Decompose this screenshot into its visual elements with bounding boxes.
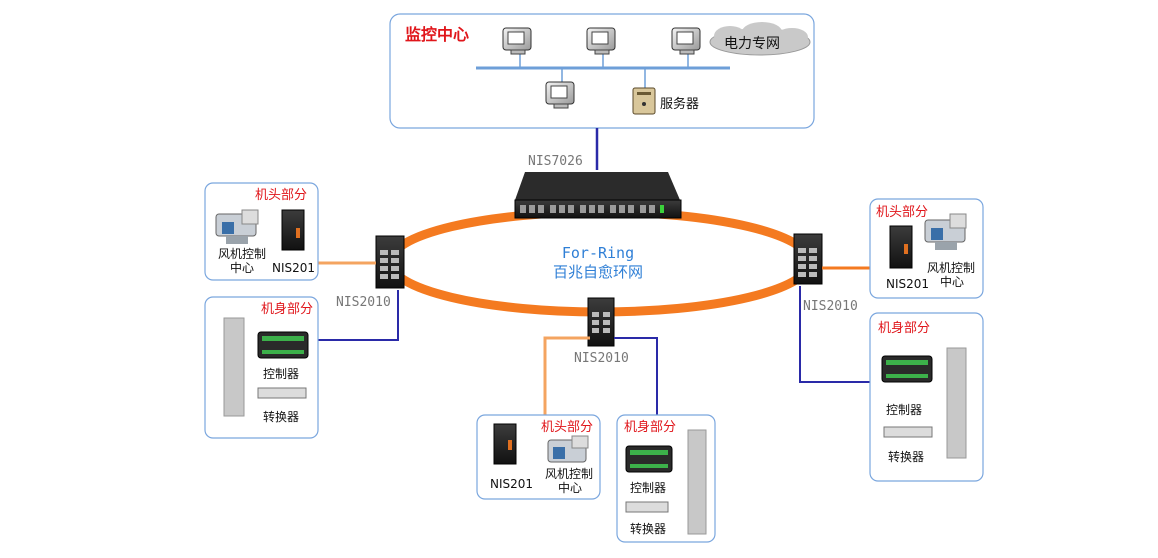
bottom-head-nis-label: NIS201 [490,477,533,491]
controller-icon [625,445,673,473]
nis201-device-icon [889,225,913,269]
right-body-panel: 机身部分 控制器 转换器 [869,312,984,482]
bottom-head-panel: 机头部分 NIS201 风机控制 中心 [476,414,601,500]
wind-control-icon [547,435,589,463]
left-body-converter-label: 转换器 [263,409,299,424]
server-label: 服务器 [660,96,699,112]
switch-bottom-label: NIS2010 [574,351,629,366]
tower-panel-icon [687,429,707,535]
ring-switch-left-icon [375,235,405,289]
bottom-head-wind-label-2: 中心 [558,480,582,495]
monitor-icon [671,27,701,55]
core-switch-label: NIS7026 [528,154,583,169]
bottom-body-converter-label: 转换器 [630,521,666,536]
for-ring [385,207,815,317]
right-body-controller-label: 控制器 [886,403,922,417]
converter-icon [883,426,933,438]
left-head-title: 机头部分 [255,188,307,203]
bottom-body-panel: 机身部分 控制器 转换器 [616,414,716,543]
monitor-center-panel: 监控中心 [389,13,815,129]
left-body-controller-label: 控制器 [263,367,299,381]
ring-switch-right-icon [793,233,823,285]
controller-icon [881,355,933,383]
monitor-center-title: 监控中心 [405,25,469,44]
left-body-title: 机身部分 [261,301,313,317]
left-head-panel: 机头部分 风机控制 中心 NIS201 [204,182,319,281]
bottom-body-title: 机身部分 [624,419,676,435]
monitor-icon [545,81,575,109]
wind-control-icon [215,209,259,244]
nis201-device-icon [281,209,305,251]
monitor-icon [502,27,532,55]
ring-switch-bottom-icon [587,297,615,347]
link-bottom-head [543,336,590,416]
right-body-title: 机身部分 [878,320,930,336]
tower-panel-icon [223,317,245,417]
monitor-icon [586,27,616,55]
controller-icon [257,331,309,359]
bottom-head-title: 机头部分 [541,420,593,435]
left-head-nis-label: NIS201 [272,261,315,275]
cloud-label: 电力专网 [724,36,780,52]
nis201-device-icon [493,423,517,465]
switch-left-label: NIS2010 [336,295,391,310]
right-head-panel: 机头部分 NIS201 风机控制 中心 [869,198,984,299]
cloud-icon [709,22,811,56]
bottom-body-controller-label: 控制器 [630,481,666,495]
right-body-converter-label: 转换器 [888,449,924,464]
converter-icon [625,501,669,513]
link-right-body [799,286,870,383]
right-head-wind-label-1: 风机控制 [927,261,975,275]
converter-icon [257,387,307,399]
left-body-panel: 机身部分 控制器 转换器 [204,296,319,439]
left-head-wind-label-1: 风机控制 [218,247,266,261]
ring-label-2: 百兆自愈环网 [553,263,643,281]
bottom-head-wind-label-1: 风机控制 [545,467,593,481]
right-head-nis-label: NIS201 [886,277,929,291]
server-icon [632,87,656,115]
left-head-wind-label-2: 中心 [230,260,254,275]
tower-panel-icon [946,347,967,459]
switch-right-label: NIS2010 [803,299,858,314]
wind-control-icon [924,213,967,250]
core-switch-icon [514,172,682,219]
link-bottom-body [614,337,658,416]
right-head-title: 机头部分 [876,205,928,220]
ring-label-1: For-Ring [562,244,634,262]
link-left-body [318,290,399,341]
right-head-wind-label-2: 中心 [940,274,964,289]
